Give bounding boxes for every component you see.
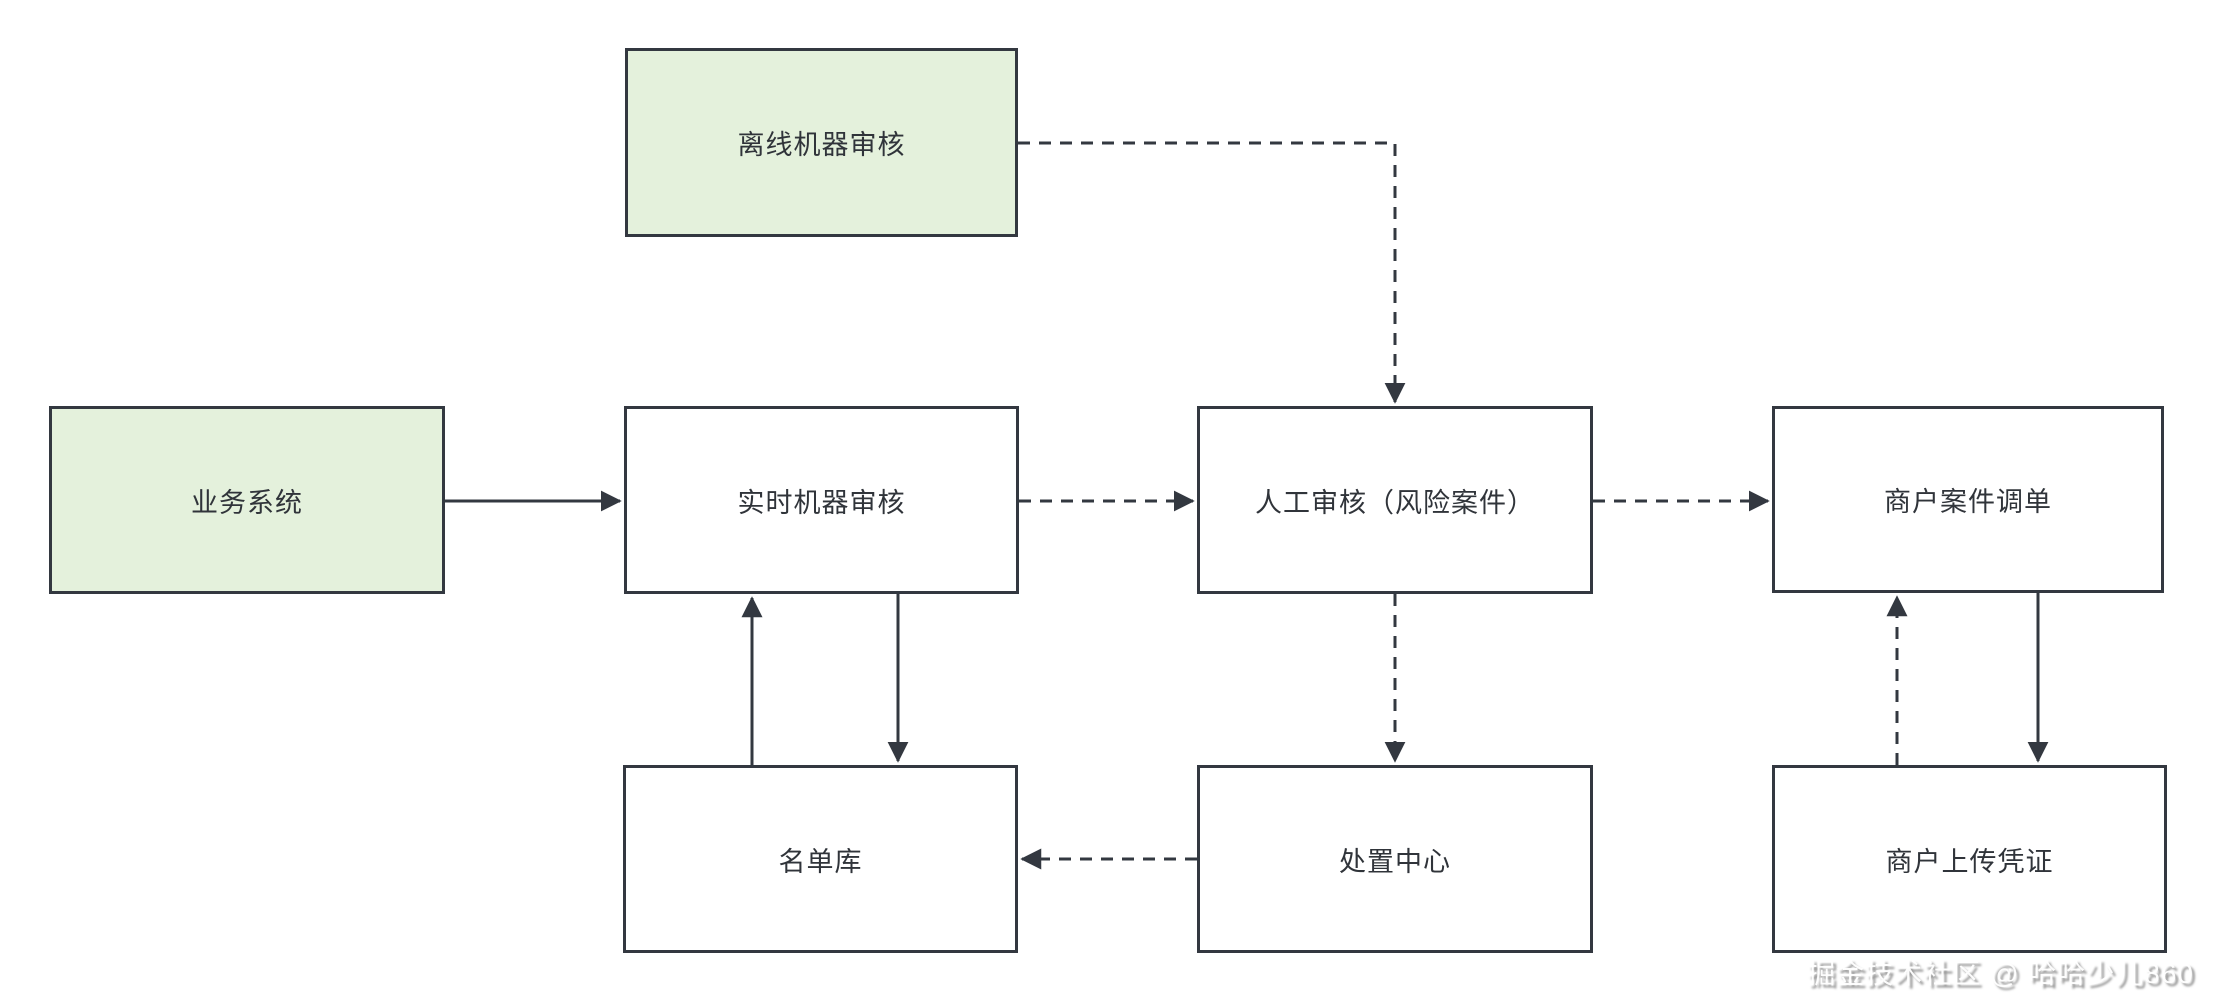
node-manual-review-risk-cases: 人工审核（风险案件）: [1197, 406, 1593, 594]
node-list-library: 名单库: [623, 765, 1018, 953]
node-merchant-case-retrieval: 商户案件调单: [1772, 406, 2164, 593]
watermark-text: 掘金技术社区 @ 哈哈少儿860: [1807, 958, 2194, 989]
node-merchant-upload-voucher: 商户上传凭证: [1772, 765, 2167, 953]
node-realtime-machine-review: 实时机器审核: [624, 406, 1019, 594]
node-label: 离线机器审核: [737, 130, 906, 160]
node-label: 实时机器审核: [737, 487, 906, 518]
node-label: 人工审核（风险案件）: [1255, 487, 1535, 518]
node-label: 商户上传凭证: [1885, 846, 2054, 877]
node-disposal-center: 处置中心: [1197, 765, 1593, 953]
node-label: 业务系统: [191, 487, 303, 518]
node-offline-machine-review: 离线机器审核: [625, 48, 1018, 237]
node-label: 名单库: [778, 846, 863, 877]
edge-offline-review-to-manual-review: [1018, 141, 1406, 404]
node-label: 商户案件调单: [1884, 487, 2052, 517]
node-label: 处置中心: [1339, 846, 1451, 877]
node-business-system: 业务系统: [49, 406, 445, 594]
